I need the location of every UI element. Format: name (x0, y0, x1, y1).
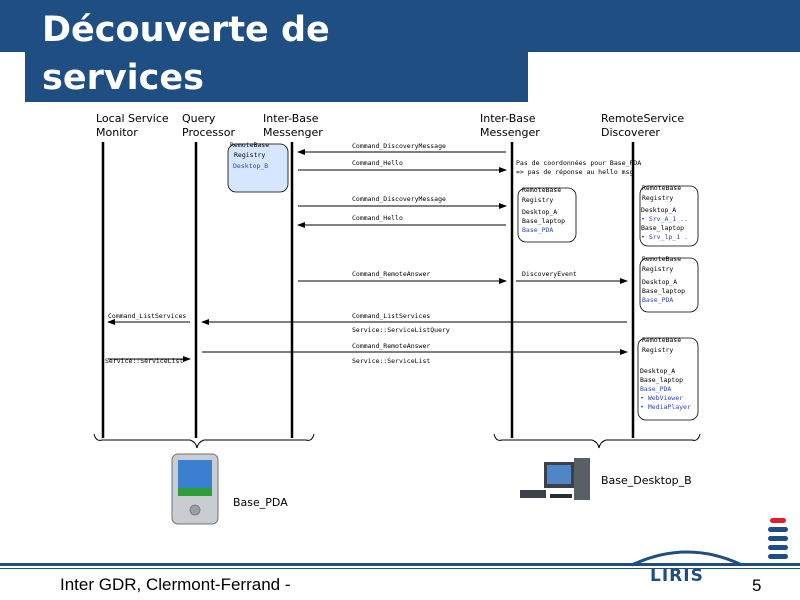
desktop-computer-icon (520, 458, 590, 500)
header-inter-base-messenger-a-2: Messenger (263, 126, 323, 139)
base-desktop-brace (493, 433, 701, 449)
base-pda-brace (93, 433, 315, 449)
registry-item: • Srv_A_1 .. (641, 215, 688, 223)
sequence-diagram: Local Service Monitor Query Processor In… (92, 106, 704, 526)
header-inter-base-messenger-b-2: Messenger (480, 126, 540, 139)
device-right-label: Base_Desktop_B (601, 474, 692, 487)
header-inter-base-messenger-b-1: Inter-Base (480, 112, 536, 125)
footer-text: Inter GDR, Clermont-Ferrand - (60, 575, 291, 594)
msg-m3: Command_DiscoveryMessage (352, 195, 446, 203)
registry-title2: Registry (642, 346, 673, 354)
slide-title-line1: Découverte de (42, 10, 330, 50)
registry-item: • MediaPlayer (640, 403, 691, 411)
registry-item: Base_laptop (522, 217, 565, 225)
registry-title1: RemoteBase (230, 141, 269, 149)
registry-item: Desktop_A (642, 278, 677, 286)
header-local-service-monitor-1: Local Service (96, 112, 169, 125)
header-query-processor-1: Query (182, 112, 216, 125)
registry-desktop-b: RemoteBase Registry Desktop_B (227, 141, 289, 193)
registry-title2: Registry (642, 265, 673, 273)
registry-item: • Srv_lp_1 . (641, 233, 688, 241)
page-number: 5 (752, 576, 762, 595)
registry-item: Base_PDA (640, 385, 671, 393)
liris-logo (628, 545, 746, 593)
registry-item: Base_laptop (642, 287, 685, 295)
header-local-service-monitor-2: Monitor (96, 126, 138, 139)
registry-title1: RemoteBase (522, 186, 561, 194)
registry-remote-3: RemoteBase Registry Desktop_A Base_lapto… (637, 336, 699, 421)
msg-m6: DiscoveryEvent (522, 270, 577, 278)
slide-title-line2: services (42, 58, 204, 98)
header-query-processor-2: Processor (182, 126, 235, 139)
registry-item: Base_laptop (640, 376, 683, 384)
note-line2: => pas de réponse au hello msg (516, 168, 633, 176)
title-band (0, 0, 800, 52)
pda-device-icon (171, 453, 219, 525)
registry-item: Base_laptop (641, 224, 684, 232)
msg-m11: Service::ServiceList (105, 357, 183, 365)
registry-base-desktop-b: RemoteBase Registry Desktop_A Base_lapto… (517, 186, 577, 243)
msg-m7: Command_ListServices (108, 312, 186, 320)
decorative-dots (766, 518, 790, 562)
device-left-label: Base_PDA (233, 496, 288, 509)
header-remote-service-discoverer-2: Discoverer (601, 126, 660, 139)
registry-title1: RemoteBase (642, 184, 681, 192)
registry-item: Base_PDA (642, 296, 673, 304)
msg-m10: Command_RemoteAnswer (352, 342, 430, 350)
header-remote-service-discoverer-1: RemoteService (601, 112, 684, 125)
msg-m5: Command_RemoteAnswer (352, 270, 430, 278)
registry-item: • WebViewer (640, 394, 683, 402)
slide-title: Découverte de services (42, 6, 482, 102)
msg-m4: Command_Hello (352, 214, 403, 222)
registry-item: Desktop_A (522, 208, 557, 216)
footer-rule (0, 563, 800, 566)
liris-logo-text: LIRIS (650, 566, 704, 586)
title-band-extension (25, 52, 528, 102)
footer-rule-thin (0, 568, 800, 569)
registry-item: Base_PDA (522, 226, 553, 234)
note-line1: Pas de coordonnées pour Base_PDA (516, 159, 641, 167)
registry-title1: RemoteBase (642, 255, 681, 263)
msg-m1: Command_DiscoveryMessage (352, 142, 446, 150)
registry-remote-1: RemoteBase Registry Desktop_A • Srv_A_1 … (639, 184, 699, 247)
header-inter-base-messenger-a-1: Inter-Base (263, 112, 319, 125)
msg-m8: Command_ListServices (352, 312, 430, 320)
registry-title2: Registry (234, 151, 265, 159)
registry-title1: RemoteBase (642, 336, 681, 344)
registry-remote-2: RemoteBase Registry Desktop_A Base_lapto… (639, 255, 699, 313)
registry-title2: Registry (522, 196, 553, 204)
msg-m2: Command_Hello (352, 159, 403, 167)
msg-m12: Service::ServiceList (352, 357, 430, 365)
registry-title2: Registry (642, 194, 673, 202)
registry-item: Desktop_A (641, 206, 676, 214)
registry-item: Desktop_A (640, 367, 675, 375)
registry-item: Desktop_B (233, 162, 268, 170)
sequence-diagram-svg: Local Service Monitor Query Processor In… (93, 112, 701, 525)
msg-m9: Service::ServiceListQuery (352, 326, 450, 334)
